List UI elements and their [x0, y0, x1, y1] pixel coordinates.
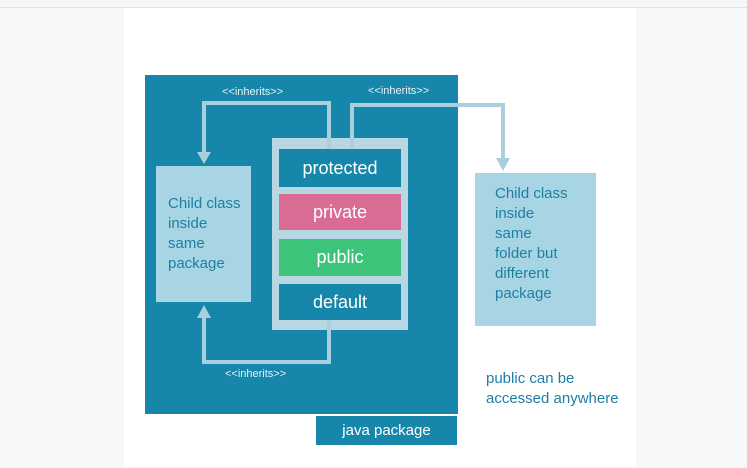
- child-inside-text: Child class inside same package: [168, 194, 248, 274]
- modifier-default: default: [279, 284, 401, 320]
- child-inside-line: package: [168, 255, 225, 272]
- child-inside-line: same: [168, 235, 205, 252]
- modifier-protected: protected: [279, 149, 401, 187]
- arrowhead-down-left: [197, 152, 211, 164]
- child-outside-line: Child class: [495, 185, 568, 202]
- child-outside-line: different: [495, 265, 549, 282]
- arrow-inherits-top-right: [350, 103, 505, 160]
- child-outside-line: package: [495, 285, 552, 302]
- child-outside-line: folder but: [495, 245, 558, 262]
- child-inside-line: Child class: [168, 195, 241, 212]
- arrow-inherits-bottom: [202, 318, 331, 364]
- arrowhead-up-left: [197, 305, 211, 318]
- inherits-label-top-left: <<inherits>>: [222, 86, 284, 98]
- note-line: public can be: [486, 370, 575, 387]
- child-class-different-package: Child class inside same folder but diffe…: [475, 173, 596, 326]
- child-outside-line: same: [495, 225, 532, 242]
- child-outside-line: inside: [495, 205, 535, 222]
- inherits-label-bottom: <<inherits>>: [225, 368, 287, 380]
- child-class-same-package: Child class inside same package: [156, 166, 251, 302]
- modifier-public: public: [279, 239, 401, 276]
- java-package-label: java package: [316, 416, 457, 445]
- child-outside-text: Child class inside same folder but diffe…: [495, 184, 591, 304]
- arrowhead-down-right: [496, 158, 510, 171]
- arrow-inherits-top-left: [202, 101, 331, 154]
- child-inside-line: inside: [168, 215, 208, 232]
- public-note: public can be accessed anywhere: [486, 369, 636, 409]
- note-line: accessed anywhere: [486, 390, 619, 407]
- inherits-label-top-right: <<inherits>>: [368, 85, 430, 97]
- modifier-private: private: [279, 194, 401, 230]
